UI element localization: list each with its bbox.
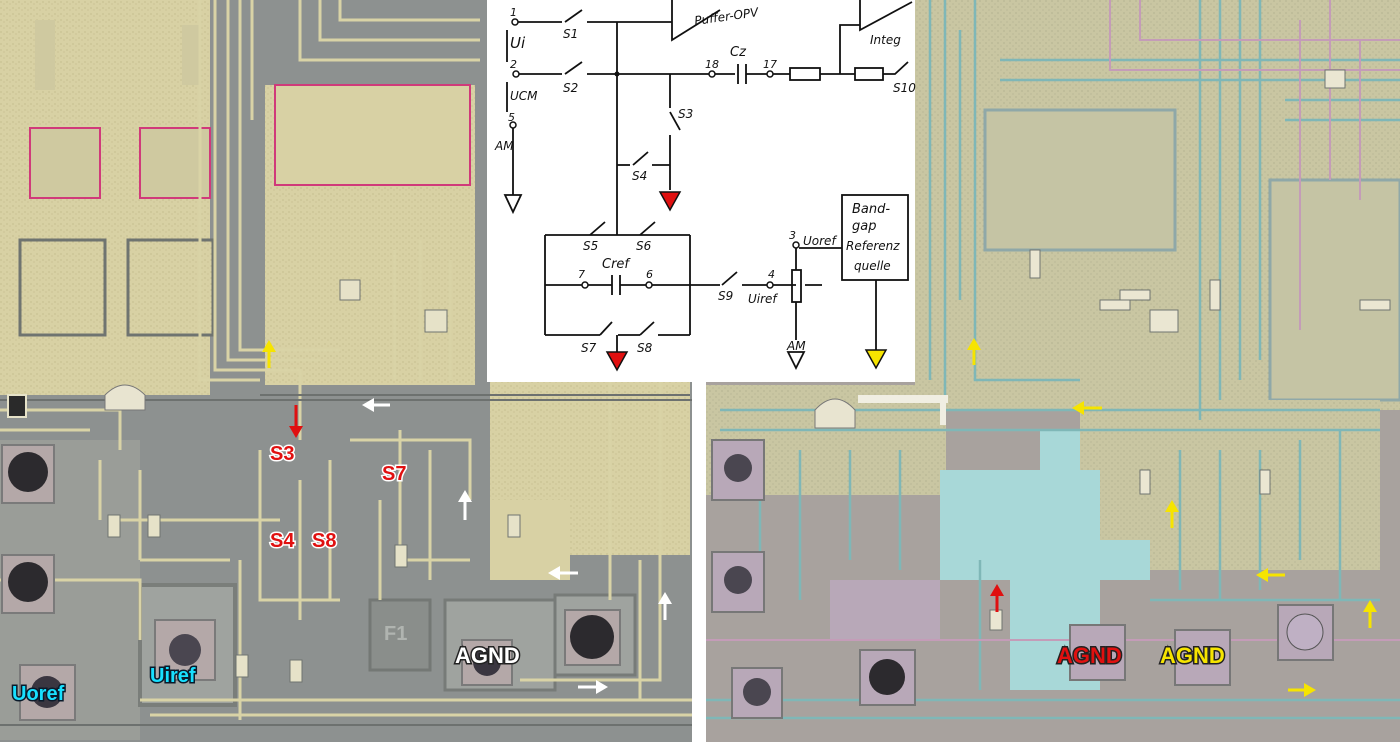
svg-text:Ui: Ui	[510, 34, 526, 52]
svg-text:Uoref: Uoref	[803, 234, 837, 248]
ground-triangle-yellow	[864, 349, 888, 370]
svg-text:S6: S6	[636, 239, 652, 253]
svg-text:Uiref: Uiref	[748, 292, 778, 306]
svg-text:quelle: quelle	[854, 259, 891, 273]
label-agnd-white: AGND	[455, 643, 520, 668]
label-agnd-red: AGND	[1057, 643, 1122, 668]
svg-text:17: 17	[763, 58, 777, 71]
svg-text:S5: S5	[583, 239, 598, 253]
svg-text:S8: S8	[637, 341, 653, 355]
svg-text:1: 1	[510, 6, 517, 19]
svg-text:Band-: Band-	[852, 202, 890, 217]
svg-text:5: 5	[508, 111, 515, 124]
svg-text:3: 3	[789, 229, 796, 242]
svg-text:4: 4	[768, 268, 775, 281]
left-bond-pads	[1, 444, 621, 721]
svg-text:S7: S7	[581, 341, 597, 355]
ground-triangle-red-s7	[605, 351, 629, 372]
label-uiref: Uiref	[150, 665, 196, 687]
svg-text:Referenz: Referenz	[846, 239, 900, 253]
svg-text:S9: S9	[718, 289, 733, 303]
svg-text:18: 18	[705, 58, 719, 71]
svg-text:Integ: Integ	[870, 33, 901, 47]
svg-text:gap: gap	[852, 219, 876, 234]
svg-text:S1: S1	[563, 27, 578, 41]
svg-text:S10: S10	[893, 81, 916, 95]
svg-text:2: 2	[510, 58, 517, 71]
label-s3: S3	[270, 443, 294, 465]
ground-triangle-red-s4	[658, 191, 682, 212]
svg-text:7: 7	[578, 268, 585, 281]
svg-text:AM: AM	[786, 339, 806, 353]
svg-text:UCM: UCM	[510, 89, 538, 103]
label-s8: S8	[312, 530, 336, 552]
right-die-photo: AGND AGND	[706, 0, 1400, 742]
svg-text:S2: S2	[563, 81, 578, 95]
svg-text:Cref: Cref	[602, 257, 631, 272]
label-agnd-yellow: AGND	[1160, 643, 1225, 668]
label-s4: S4	[270, 530, 295, 552]
right-signal-arrows	[967, 338, 1377, 697]
svg-text:S4: S4	[632, 169, 647, 183]
label-f1: F1	[384, 623, 407, 645]
svg-text:S3: S3	[678, 107, 693, 121]
svg-text:6: 6	[646, 268, 653, 281]
schematic-inset: 1 2 5 18 17 3 7 6 4 Ui UCM AM AM Uoref U…	[487, 0, 916, 382]
svg-text:Cz: Cz	[730, 45, 747, 60]
left-signal-arrows	[262, 340, 672, 694]
schematic-text: 1 2 5 18 17 3 7 6 4 Ui UCM AM AM Uoref U…	[494, 5, 916, 355]
label-uoref: Uoref	[12, 683, 65, 705]
label-s7: S7	[382, 463, 406, 485]
right-bond-pads	[711, 439, 1334, 719]
svg-text:AM: AM	[494, 139, 514, 153]
